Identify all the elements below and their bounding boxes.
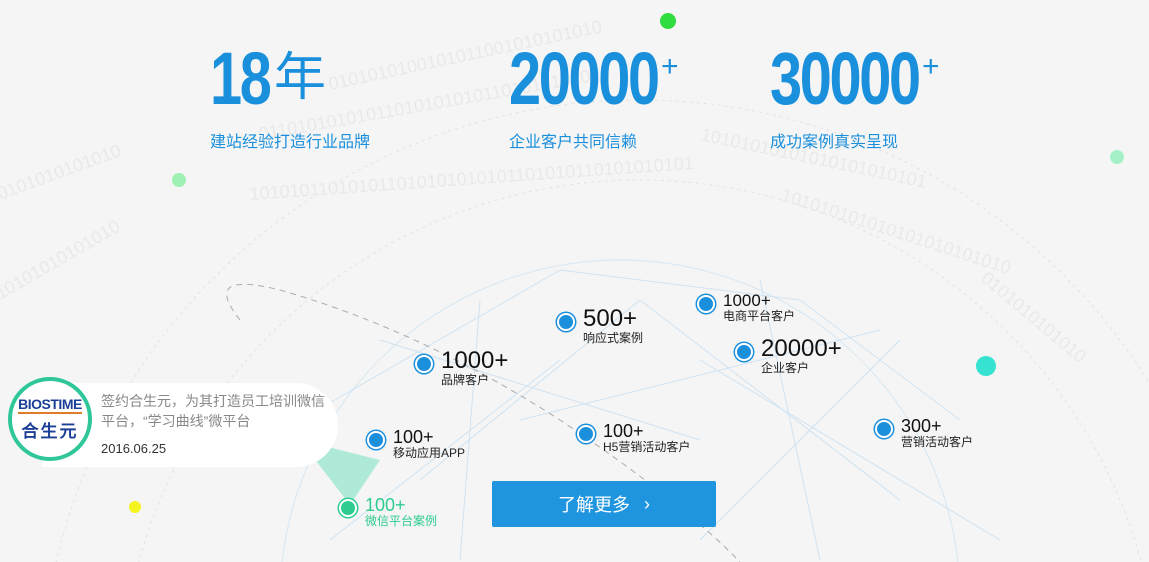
node-value: 100+ <box>393 427 434 447</box>
node-dot-icon <box>875 420 893 438</box>
node-dot-icon <box>339 499 357 517</box>
node-dot-icon <box>697 295 715 313</box>
node-dot-icon <box>367 431 385 449</box>
node-enterprise[interactable]: 20000+企业客户 <box>735 337 842 374</box>
node-dot-icon <box>557 313 575 331</box>
node-mobile-app[interactable]: 100+移动应用APP <box>367 428 465 459</box>
stat-caption: 企业客户共同信赖 <box>509 134 638 151</box>
stat-cases: 30000 + 成功案例真实呈现 <box>770 37 961 152</box>
node-label: 移动应用APP <box>393 446 466 460</box>
node-value: 1000+ <box>441 347 509 374</box>
node-label: 电商平台客户 <box>723 309 796 323</box>
node-marketing[interactable]: 300+营销活动客户 <box>875 417 973 448</box>
node-dot-icon <box>577 425 595 443</box>
node-label: 企业客户 <box>761 361 810 375</box>
node-label: 品牌客户 <box>441 373 490 387</box>
stat-unit: 年 <box>274 49 327 107</box>
client-logo: BIOSTIME 合生元 <box>8 377 92 461</box>
node-label: 营销活动客户 <box>901 435 974 449</box>
node-label: 微信平台案例 <box>365 514 438 528</box>
svg-text:10101010101010: 10101010101010 <box>0 216 123 303</box>
node-responsive[interactable]: 500+响应式案例 <box>557 307 643 344</box>
stat-value: 18 <box>210 37 272 120</box>
node-wechat[interactable]: 100+微信平台案例 <box>339 496 437 527</box>
case-bubble[interactable]: BIOSTIME 合生元 签约合生元，为其打造员工培训微信平台，“学习曲线”微平… <box>8 377 348 469</box>
node-ecommerce[interactable]: 1000+电商平台客户 <box>697 292 795 322</box>
logo-text-cn: 合生元 <box>21 421 79 441</box>
learn-more-label: 了解更多 <box>558 495 630 515</box>
node-value: 100+ <box>603 421 644 441</box>
node-h5[interactable]: 100+H5营销活动客户 <box>577 422 690 453</box>
stat-plus: + <box>661 50 679 83</box>
node-label: 响应式案例 <box>583 331 644 345</box>
node-value: 1000+ <box>723 291 771 310</box>
svg-text:0101010101010: 0101010101010 <box>977 268 1090 367</box>
stat-caption: 成功案例真实呈现 <box>770 134 899 151</box>
svg-text:0101010101010: 0101010101010 <box>0 140 124 203</box>
stat-clients: 20000 + 企业客户共同信赖 <box>509 37 700 152</box>
stat-plus: + <box>922 50 940 83</box>
case-message: 签约合生元，为其打造员工培训微信平台，“学习曲线”微平台 <box>101 393 325 429</box>
chevron-right-icon: › <box>644 493 650 514</box>
svg-text:101010101010101010101010: 101010101010101010101010 <box>779 185 1014 278</box>
node-dot-icon <box>415 355 433 373</box>
stat-years: 18 年 建站经验打造行业品牌 <box>210 37 370 152</box>
node-value: 500+ <box>583 305 638 332</box>
stat-value: 30000 <box>770 37 921 120</box>
node-value: 300+ <box>901 416 942 436</box>
stat-value: 20000 <box>509 37 660 120</box>
node-label: H5营销活动客户 <box>603 440 691 454</box>
node-dot-icon <box>735 343 753 361</box>
node-value: 20000+ <box>761 335 842 362</box>
node-value: 100+ <box>365 495 406 515</box>
node-brand[interactable]: 1000+品牌客户 <box>415 349 508 386</box>
case-date: 2016.06.25 <box>101 441 167 456</box>
learn-more-button[interactable]: 了解更多 › <box>492 481 716 527</box>
stat-caption: 建站经验打造行业品牌 <box>210 134 371 151</box>
logo-text-en: BIOSTIME <box>18 395 82 414</box>
svg-text:101010110101011010101010101101: 1010101101010110101010101011010101101010… <box>249 153 694 204</box>
